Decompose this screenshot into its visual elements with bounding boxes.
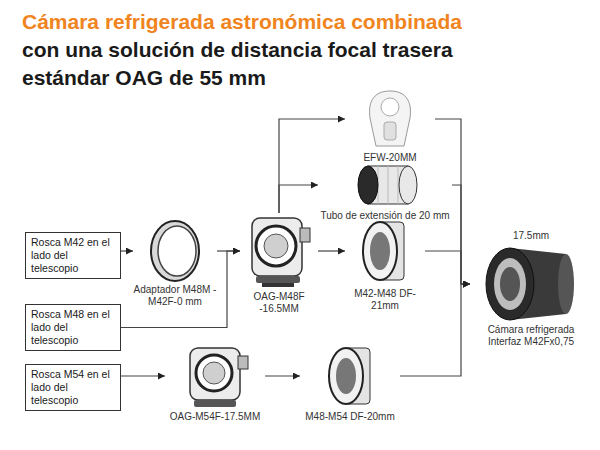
thread-box: Rosca M48 en el lado del telescopio (25, 304, 121, 351)
connector-arrow (318, 250, 345, 251)
extension-tube-drawing (358, 166, 417, 204)
title: Cámara refrigerada astronómica combinada… (22, 8, 492, 92)
picture-slot (345, 216, 425, 286)
adapter-ring (151, 221, 199, 281)
node-text: M42-M48 DF-21mm (345, 286, 425, 312)
part-node: OAG-M48F -16.5MM (240, 213, 318, 315)
node-text: Cámara refrigerada Interfaz M42Fx0,75 (470, 322, 592, 348)
node-text: OAG-M48F -16.5MM (240, 289, 318, 315)
node-text: M48-M54 DF-20mm (300, 409, 400, 423)
connector-arrow (279, 119, 345, 213)
picture-slot (318, 162, 452, 208)
part-node: Cámara refrigerada Interfaz M42Fx0,75 (470, 246, 592, 348)
node-text: Tubo de extensión de 20 mm (318, 208, 452, 222)
part-node: M42-M48 DF-21mm (345, 216, 425, 312)
connector-arrow (121, 375, 165, 376)
connector-arrow (435, 119, 470, 284)
m42-m48-ring-drawing (363, 222, 404, 280)
part-node: M48-M54 DF-20mm (300, 343, 400, 423)
connector-arrow (279, 185, 318, 213)
filter-wheel-drawing (370, 91, 411, 146)
connector-arrow (265, 375, 300, 376)
thread-box: Rosca M54 en el lado del telescopio (25, 364, 121, 411)
node-text: Rosca M54 en el lado del telescopio (31, 368, 115, 407)
node-text: OAG-M54F-17.5MM (165, 409, 265, 423)
part-node: Tubo de extensión de 20 mm (318, 162, 452, 222)
picture-slot (470, 246, 592, 322)
picture-slot (345, 88, 435, 150)
picture-slot (165, 343, 265, 409)
connector-arrow (425, 251, 470, 284)
node-text: Rosca M42 en el lado del telescopio (31, 236, 115, 275)
picture-slot (240, 213, 318, 289)
dimension-label: 17.5mm (470, 230, 592, 242)
connector-arrow (121, 251, 240, 328)
part-node: Adaptador M48M -M42F-0 mm (133, 220, 217, 308)
picture-slot (133, 220, 217, 282)
part-node: EFW-20MM (345, 88, 435, 164)
picture-slot (300, 343, 400, 409)
m48-m54-ring-drawing (329, 348, 370, 404)
oag-m48-drawing (252, 218, 310, 287)
oag-m54-drawing (190, 348, 248, 407)
connector-arrow (121, 250, 133, 251)
node-text: Rosca M48 en el lado del telescopio (31, 308, 115, 347)
node-text: EFW-20MM (345, 150, 435, 164)
thread-box: Rosca M42 en el lado del telescopio (25, 232, 121, 279)
part-node: OAG-M54F-17.5MM (165, 343, 265, 423)
node-text: Adaptador M48M -M42F-0 mm (133, 282, 217, 308)
camera-drawing (486, 248, 574, 320)
